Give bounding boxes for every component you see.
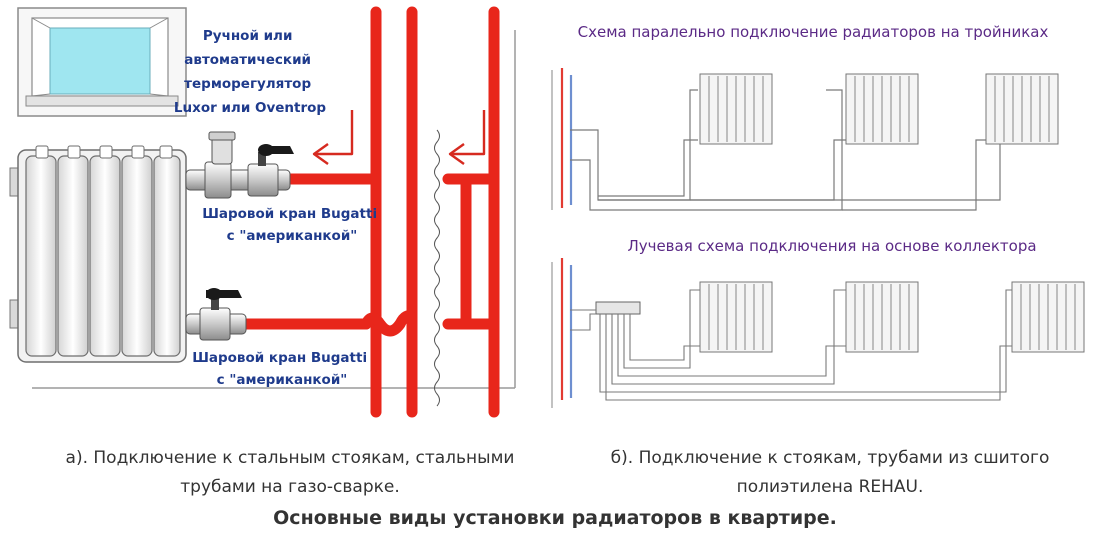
radiator-left bbox=[9, 145, 187, 363]
main-title: Основные виды установки радиаторов в ква… bbox=[273, 507, 837, 529]
caption-right-line-1: б). Подключение к стоякам, трубами из сш… bbox=[610, 448, 1050, 468]
right-diagram: Схема паралельно подключение радиаторов … bbox=[551, 23, 1085, 408]
wall-break-line bbox=[434, 129, 440, 407]
top-scheme-title: Схема паралельно подключение радиаторов … bbox=[578, 23, 1049, 41]
radiator-row-bottom bbox=[699, 281, 1085, 353]
radiator-row-top bbox=[699, 73, 1059, 145]
heating-pipes bbox=[239, 6, 500, 418]
caption-right-line-2: полиэтилена REHAU. bbox=[736, 477, 924, 497]
valve-bottom-label: Шаровой кран Bugatti с "американкой" bbox=[192, 350, 372, 388]
left-diagram: Ручной или автоматический терморегулятор… bbox=[9, 6, 516, 418]
bottom-scheme-title: Лучевая схема подключения на основе колл… bbox=[627, 237, 1036, 255]
flow-arrow-left-head bbox=[312, 143, 329, 165]
collector-icon bbox=[595, 301, 641, 315]
flow-arrow-left bbox=[316, 110, 354, 156]
parallel-scheme bbox=[551, 68, 1059, 211]
caption-left-line-1: а). Подключение к стальным стоякам, стал… bbox=[65, 448, 515, 468]
flow-arrow-right-head bbox=[448, 143, 465, 165]
collector-scheme bbox=[551, 258, 1085, 408]
top-valve-assembly bbox=[185, 131, 294, 199]
flow-arrow-right bbox=[452, 110, 486, 156]
caption-left: а). Подключение к стальным стоякам, стал… bbox=[20, 444, 560, 502]
caption-right: б). Подключение к стоякам, трубами из сш… bbox=[570, 444, 1090, 502]
thermostat-label: Ручной или автоматический терморегулятор… bbox=[174, 28, 326, 116]
window bbox=[17, 7, 187, 117]
valve-top-label: Шаровой кран Bugatti с "американкой" bbox=[202, 206, 382, 244]
bottom-valve-assembly bbox=[185, 288, 247, 341]
caption-left-line-2: трубами на газо-сварке. bbox=[180, 477, 400, 497]
